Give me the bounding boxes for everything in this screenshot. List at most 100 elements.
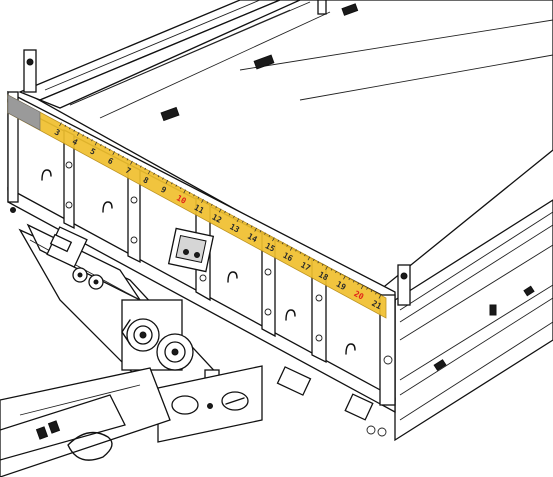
tape-tick: [197, 196, 200, 199]
tape-tick: [375, 292, 377, 295]
tape-number: 21: [370, 299, 383, 312]
tape-tick: [153, 172, 155, 175]
cargo-bed: [28, 0, 553, 291]
tape-tick: [299, 251, 302, 254]
tape-tick: [206, 201, 209, 204]
tape-tick: [233, 215, 235, 218]
tape-tick: [130, 160, 133, 165]
right-side-panel: [394, 199, 553, 442]
tape-number: 10: [175, 193, 188, 206]
tape-ticks: [59, 122, 382, 299]
tape-tick: [348, 278, 351, 281]
tape-number: 5: [88, 147, 97, 157]
tape-tick: [317, 261, 320, 264]
tape-tick: [330, 268, 333, 271]
tape-number: 3: [53, 127, 62, 137]
tape-tick: [162, 177, 164, 180]
tape-tick: [171, 182, 173, 185]
drawbar: [0, 367, 171, 477]
tape-tick: [339, 273, 342, 276]
gear-assembly: [121, 299, 220, 381]
tape-tick: [140, 165, 142, 168]
tape-tick: [224, 211, 226, 214]
tape-tick: [343, 275, 346, 280]
tape-tick: [307, 256, 311, 261]
tape-tick: [242, 220, 244, 223]
tape-tick: [289, 246, 293, 251]
tape-tick: [321, 263, 324, 266]
tape-tick: [82, 134, 84, 137]
tape-tick: [126, 158, 129, 161]
left-side-rail: [18, 0, 327, 109]
tape-tick: [201, 199, 204, 203]
tape-tick: [313, 258, 315, 261]
tape-tick: [157, 175, 160, 178]
tape-tick: [250, 225, 253, 228]
tape-tick: [357, 282, 359, 285]
tape-tick: [378, 294, 382, 299]
tape-number: 4: [71, 137, 80, 147]
tape-number: 13: [228, 222, 241, 235]
tape-tick: [352, 280, 355, 283]
tape-number: 8: [142, 175, 151, 185]
tape-tick: [165, 179, 169, 184]
tape-tick: [91, 139, 93, 142]
tape-number: 9: [159, 185, 168, 195]
tape-end-hook: [7, 94, 41, 131]
tape-tick: [112, 151, 115, 156]
tape-tick: [59, 122, 62, 127]
tape-tick: [94, 141, 98, 146]
plate-light: [167, 227, 215, 273]
tape-tick: [100, 143, 102, 147]
tape-tick: [86, 136, 89, 139]
tape-tick: [360, 285, 364, 290]
tape-number: 18: [317, 270, 330, 283]
tape-tick: [246, 222, 249, 226]
tape-tick: [325, 266, 328, 270]
tape-tick: [268, 234, 271, 238]
tape-tick: [236, 218, 240, 223]
tape-tick: [193, 194, 195, 197]
tape-number: 16: [281, 251, 294, 264]
tape-tick: [366, 287, 368, 290]
tape-number: 6: [106, 156, 115, 166]
tape-tick: [264, 232, 266, 235]
tape-tick: [188, 191, 191, 194]
tape-number: 11: [193, 203, 206, 216]
tape-tick: [272, 237, 275, 242]
tape-tick: [228, 213, 231, 216]
tape-number: 7: [124, 166, 133, 176]
tape-number: 19: [335, 279, 348, 292]
tape-number: 14: [246, 232, 259, 245]
tape-tick: [277, 239, 280, 242]
tape-tick: [281, 242, 284, 245]
tape-tick: [104, 146, 107, 149]
tape-tick: [179, 187, 182, 190]
tape-tick: [370, 290, 373, 293]
tape-tick: [76, 132, 80, 136]
tape-tick: [218, 208, 222, 213]
tape-tick: [108, 148, 111, 151]
tape-tick: [259, 230, 262, 233]
tape-tick: [69, 127, 71, 130]
tape-tick: [73, 129, 76, 132]
tape-number: 20: [352, 289, 365, 302]
tape-tick: [64, 124, 67, 127]
tape-tick: [183, 189, 186, 194]
tape-tick: [147, 170, 151, 175]
tape-tick: [295, 249, 297, 252]
tape-tick: [254, 227, 257, 232]
tape-tick: [117, 153, 120, 156]
tape-tick: [286, 244, 288, 247]
tape-tick: [210, 203, 213, 206]
tape-number: 15: [264, 241, 277, 254]
tape-tick: [144, 167, 147, 171]
tape-tick: [304, 254, 306, 257]
tape-tick: [175, 184, 178, 187]
tape-number: 17: [299, 260, 312, 273]
tape-tick: [135, 163, 138, 166]
